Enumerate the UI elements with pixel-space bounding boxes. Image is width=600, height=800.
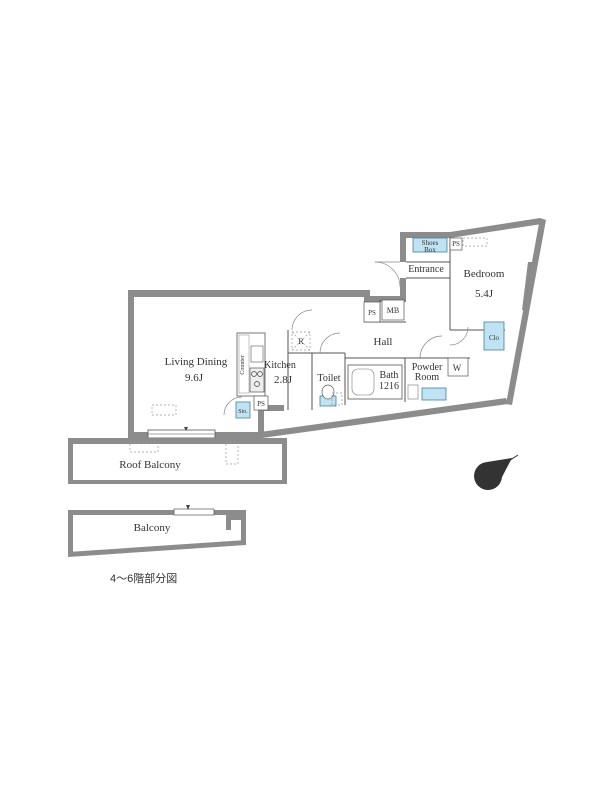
roof-balcony [68, 438, 287, 484]
powder-room-label-2: Room [415, 372, 440, 383]
floor-caption: 4〜6階部分図 [110, 571, 177, 585]
shoes-box-label: Shoes [422, 239, 439, 247]
entrance-label: Entrance [408, 264, 444, 275]
hall-label: Hall [374, 336, 393, 348]
bedroom-size: 5.4J [475, 288, 494, 300]
ps-label-kitchen: PS [257, 400, 265, 408]
balcony-label: Balcony [134, 522, 171, 534]
toilet-label: Toilet [317, 373, 340, 384]
living-dining-size: 9.6J [185, 372, 204, 384]
refrigerator-label: R [298, 337, 304, 346]
fixtures [151, 237, 505, 419]
counter-label: Counter [240, 355, 246, 374]
bath-label: Bath [380, 370, 399, 381]
mb-label: MB [387, 306, 399, 315]
room-labels: Living Dining 9.6J Kitchen 2.8J Bedroom … [119, 264, 505, 534]
bedroom-label: Bedroom [464, 268, 505, 280]
powder-room-label: Powder [412, 362, 443, 373]
kitchen-label: Kitchen [264, 360, 296, 371]
balcony [68, 505, 246, 557]
roof-balcony-label: Roof Balcony [119, 459, 181, 471]
shoes-box-label-2: Box [424, 246, 436, 254]
north-arrow-icon [474, 454, 519, 490]
closet-label: Clo [489, 334, 500, 342]
washer-label: W [453, 363, 462, 373]
bath-size: 1216 [379, 381, 399, 392]
ps-label-hall: PS [368, 309, 376, 317]
ps-label-entrance: PS [452, 240, 460, 248]
storage-label: Sto. [238, 409, 248, 415]
fixture-labels: Shoes Box PS PS PS MB R W Clo Sto. Count… [238, 239, 499, 415]
doors [223, 261, 469, 416]
living-dining-label: Living Dining [165, 356, 228, 368]
outer-walls [128, 218, 546, 438]
kitchen-size: 2.8J [274, 374, 293, 386]
